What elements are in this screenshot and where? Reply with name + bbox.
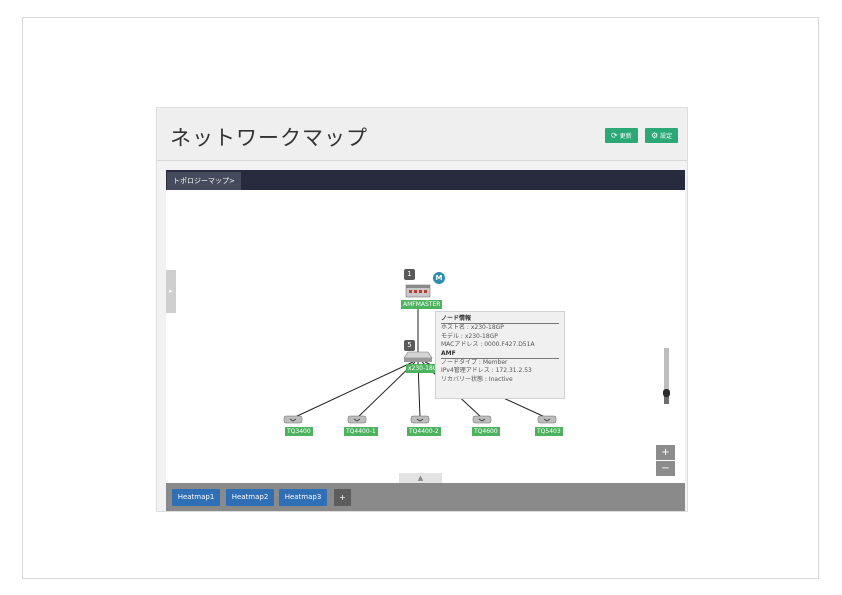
refresh-icon: ⟳ xyxy=(611,131,618,140)
topology-links xyxy=(283,284,557,424)
node-label-amfmaster[interactable]: AMFMASTER xyxy=(401,300,443,309)
zoom-slider-fill xyxy=(664,392,669,404)
ap-icon-tq5403[interactable] xyxy=(537,415,557,424)
side-panel-toggle[interactable]: ▸ xyxy=(166,270,176,313)
page-title: ネットワークマップ xyxy=(170,126,368,150)
tooltip-recovery: リカバリー状態 : Inactive xyxy=(441,375,513,383)
master-switch-icon[interactable] xyxy=(405,284,431,298)
tab-heatmap2[interactable]: Heatmap2 xyxy=(226,489,274,506)
refresh-button[interactable]: ⟳更新 xyxy=(605,128,638,143)
tooltip-host: ホスト名 : x230-18GP xyxy=(441,324,504,332)
map-tab-bar: トポロジーマップ> xyxy=(166,170,685,190)
zoom-out-button[interactable]: − xyxy=(656,461,675,476)
refresh-label: 更新 xyxy=(619,133,632,140)
tooltip-ipv4: IPv4管理アドレス : 172.31.2.53 xyxy=(441,367,532,375)
switch-count-badge: 5 xyxy=(404,340,415,351)
master-role-badge: M xyxy=(433,272,445,284)
zoom-slider[interactable] xyxy=(663,348,670,404)
network-map-panel: ネットワークマップ ⟳更新 ⚙設定 トポロジーマップ> xyxy=(156,107,688,512)
ap-icon-tq4600[interactable] xyxy=(472,415,492,424)
zoom-in-button[interactable]: + xyxy=(656,445,675,460)
tab-topology-map[interactable]: トポロジーマップ> xyxy=(167,172,241,190)
tab-heatmap3[interactable]: Heatmap3 xyxy=(279,489,327,506)
ap-icon-tq4400-1[interactable] xyxy=(347,415,367,424)
node-label-tq3400[interactable]: TQ3400 xyxy=(285,427,313,436)
heatmap-tab-bar: ▲ Heatmap1 Heatmap2 Heatmap3 + xyxy=(166,473,685,511)
node-label-tq4400-2[interactable]: TQ4400-2 xyxy=(407,427,441,436)
tooltip-heading-node-info: ノード情報 xyxy=(441,315,559,325)
ap-icon-tq4400-2[interactable] xyxy=(410,415,430,424)
node-label-tq5403[interactable]: TQ5403 xyxy=(535,427,563,436)
add-heatmap-button[interactable]: + xyxy=(334,489,351,506)
node-label-tq4600[interactable]: TQ4600 xyxy=(472,427,500,436)
tooltip-node-type: ノードタイプ : Member xyxy=(441,359,508,367)
node-label-x230-18gp[interactable]: x230-18GP xyxy=(406,364,444,373)
ap-icon-tq3400[interactable] xyxy=(283,415,303,424)
tooltip-model: モデル : x230-18GP xyxy=(441,332,498,340)
tooltip-heading-amf: AMF xyxy=(441,350,559,360)
tooltip-mac: MACアドレス : 0000.F427.D51A xyxy=(441,341,535,349)
node-info-tooltip: ノード情報 ホスト名 : x230-18GP モデル : x230-18GP M… xyxy=(435,311,565,399)
bottom-panel-toggle[interactable]: ▲ xyxy=(399,473,442,483)
settings-label: 設定 xyxy=(660,133,673,140)
node-label-tq4400-1[interactable]: TQ4400-1 xyxy=(344,427,378,436)
zoom-slider-thumb[interactable] xyxy=(663,388,670,397)
settings-button[interactable]: ⚙設定 xyxy=(645,128,679,143)
master-count-badge: 1 xyxy=(404,269,415,280)
page-header: ネットワークマップ ⟳更新 ⚙設定 xyxy=(157,108,687,161)
member-switch-icon[interactable] xyxy=(403,351,433,362)
gear-icon: ⚙ xyxy=(651,131,659,140)
tab-heatmap1[interactable]: Heatmap1 xyxy=(172,489,220,506)
topology-canvas[interactable]: ▸ 1 M AMFMASTER 5 x230-18GP TQ3400 TQ440… xyxy=(166,190,685,483)
